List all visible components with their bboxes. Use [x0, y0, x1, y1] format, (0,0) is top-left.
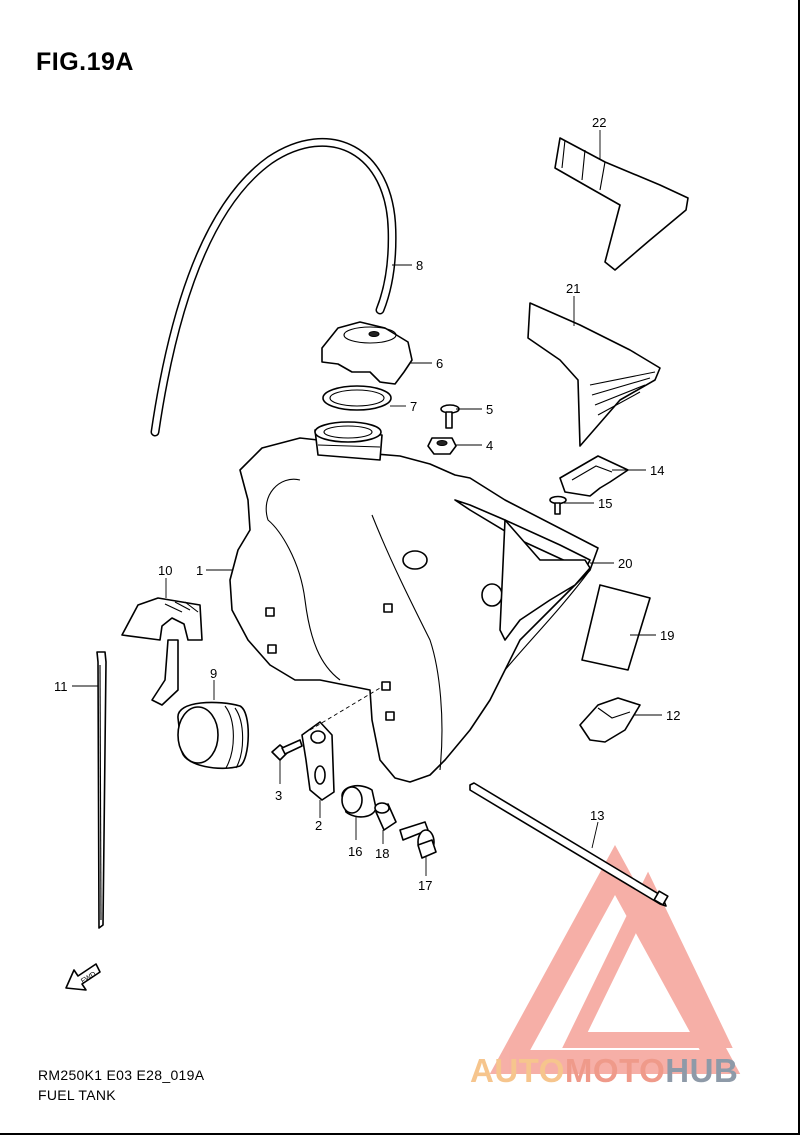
pad-part-19[interactable] [581, 584, 651, 671]
cap-gasket-part[interactable] [322, 385, 392, 411]
callout-14: 14 [650, 463, 664, 478]
washer-part-4[interactable] [427, 437, 457, 455]
tank-cover-part-22[interactable] [554, 137, 689, 271]
callout-13: 13 [590, 808, 604, 823]
cable-tie-part-11[interactable] [96, 651, 107, 929]
callout-9: 9 [210, 666, 217, 681]
bolt-part-17[interactable] [399, 821, 437, 859]
watermark-part-2: MOTO [564, 1052, 666, 1089]
callout-18: 18 [375, 846, 389, 861]
strap-part-14[interactable] [559, 455, 629, 497]
callout-2: 2 [315, 818, 322, 833]
watermark-logo-icon [489, 844, 741, 1074]
leader-lines [72, 130, 662, 876]
tank-cover-part-21[interactable] [527, 302, 661, 447]
callout-4: 4 [486, 438, 493, 453]
figure-title: FIG.19A [36, 48, 134, 76]
cushion-part-9[interactable] [177, 701, 250, 770]
cable-tie-part-13[interactable] [469, 782, 669, 907]
callout-11: 11 [54, 679, 68, 694]
callout-7: 7 [410, 399, 417, 414]
callout-22: 22 [592, 115, 606, 130]
callout-10: 10 [158, 563, 172, 578]
callout-12: 12 [666, 708, 680, 723]
fwd-arrow-icon [65, 963, 101, 991]
callout-21: 21 [566, 281, 580, 296]
clamp-part-12[interactable] [579, 697, 641, 743]
watermark-part-1: AUTO [470, 1052, 565, 1089]
duct-cover-part-20[interactable] [454, 499, 591, 641]
callout-3: 3 [275, 788, 282, 803]
callout-20: 20 [618, 556, 632, 571]
fuel-cap-part[interactable] [321, 321, 413, 385]
grommet-part-16[interactable] [341, 784, 377, 818]
callout-8: 8 [416, 258, 423, 273]
callout-6: 6 [436, 356, 443, 371]
diagram-name: FUEL TANK [38, 1087, 116, 1103]
bracket-part-2[interactable] [301, 721, 335, 801]
callout-19: 19 [660, 628, 674, 643]
watermark-part-3: HUB [665, 1052, 739, 1089]
callout-17: 17 [418, 878, 432, 893]
collar-part-18[interactable] [374, 802, 397, 831]
callout-16: 16 [348, 844, 362, 859]
diagram-code: RM250K1 E03 E28_019A [38, 1067, 205, 1083]
callout-15: 15 [598, 496, 612, 511]
callout-1: 1 [196, 563, 203, 578]
screw-part-15[interactable] [549, 495, 567, 515]
rubber-bracket-part-10[interactable] [121, 597, 203, 706]
bolt-part-3[interactable] [271, 739, 303, 761]
callout-labels: 1 2 3 4 5 6 7 8 9 10 11 12 13 14 15 16 1… [54, 115, 680, 985]
breather-hose-part[interactable] [150, 138, 397, 437]
watermark-text: AUTOMOTOHUB [470, 1052, 738, 1090]
callout-5: 5 [486, 402, 493, 417]
screw-part-5[interactable] [440, 404, 460, 429]
